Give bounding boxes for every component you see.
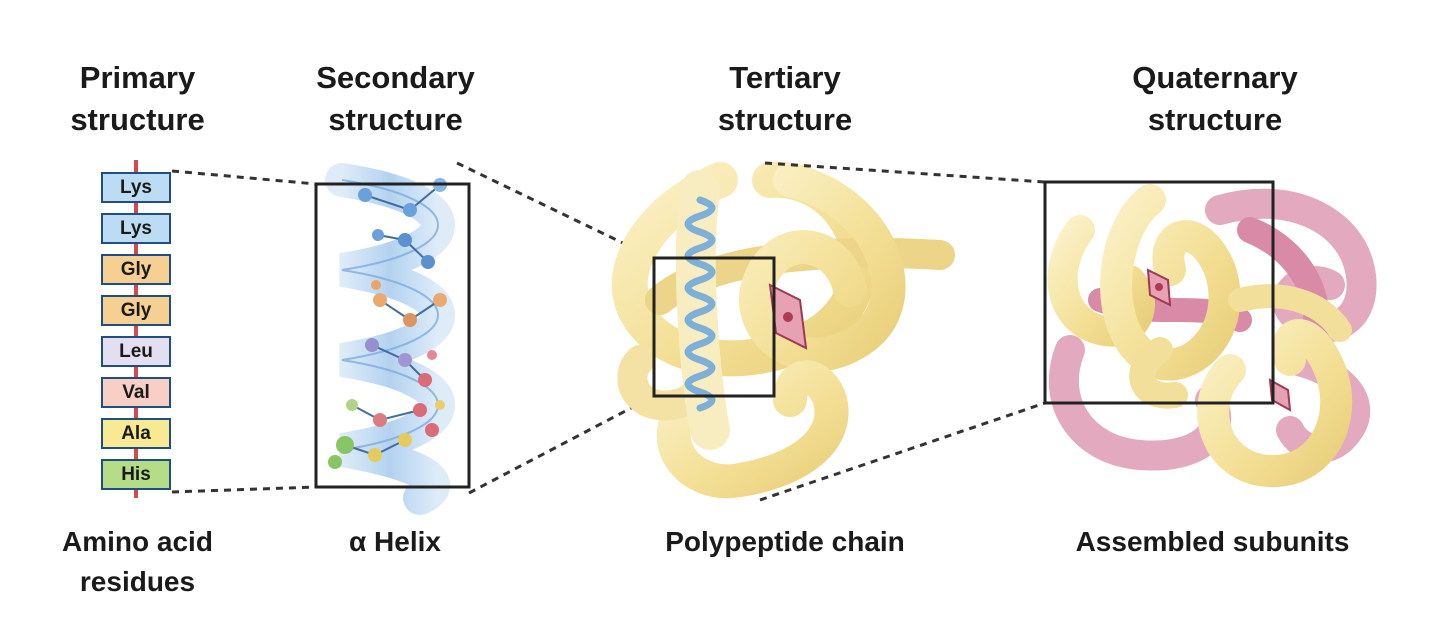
connector-primary-bottom	[171, 485, 317, 494]
residue-3: Gly	[101, 254, 171, 285]
tertiary-frame	[652, 256, 776, 398]
tertiary-structure-title: Tertiary structure	[717, 60, 853, 137]
residue-6: Val	[101, 377, 171, 408]
polypeptide-chain-drawing	[611, 161, 955, 499]
residue-7: Ala	[101, 418, 171, 449]
primary-structure-title: Primary structure	[70, 60, 205, 137]
connector-secondary-top	[456, 161, 655, 260]
residue-2: Lys	[101, 213, 171, 244]
residue-1: Lys	[101, 172, 171, 203]
quaternary-frame	[1043, 180, 1275, 405]
secondary-caption: α Helix	[349, 526, 441, 557]
connector-primary-top	[171, 169, 317, 186]
tertiary-caption: Polypeptide chain	[665, 526, 905, 557]
connector-tertiary-bottom	[759, 401, 1046, 502]
alpha-helix-drawing	[325, 163, 455, 515]
secondary-frame	[314, 182, 471, 489]
quaternary-structure-title: Quaternary structure	[1132, 60, 1298, 137]
quaternary-caption: Assembled subunits	[1075, 526, 1350, 557]
connector-secondary-bottom	[468, 394, 655, 495]
primary-caption: Amino acid residues	[62, 526, 213, 597]
secondary-structure-title: Secondary structure	[316, 60, 475, 137]
residue-8: His	[101, 459, 171, 490]
residue-4: Gly	[101, 295, 171, 326]
assembled-subunits-drawing	[1047, 184, 1377, 488]
residue-5: Leu	[101, 336, 171, 367]
